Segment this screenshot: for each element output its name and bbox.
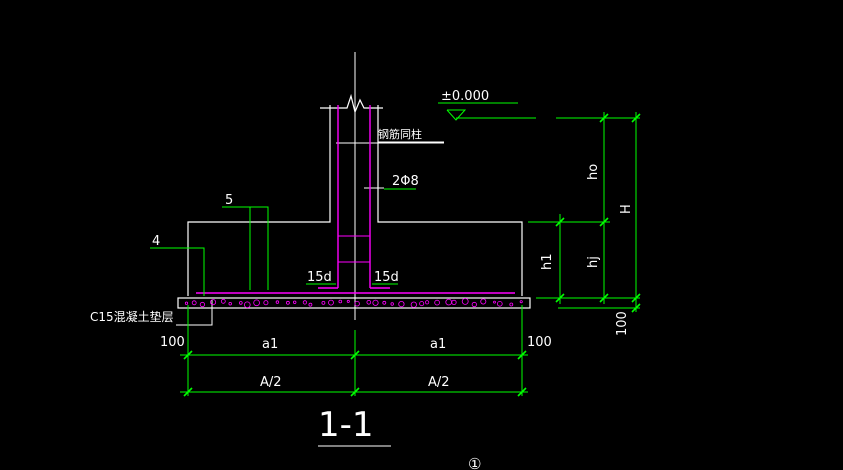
column-rebar-label: 钢筋同柱: [378, 127, 422, 141]
anchor-left-label: 15d: [307, 270, 332, 285]
cushion-dot: [509, 302, 514, 307]
anchor-right-label: 15d: [374, 270, 399, 285]
section-label: 1-1: [318, 405, 374, 445]
cushion-dot: [493, 300, 496, 304]
dim-hj: hj: [586, 256, 601, 268]
dim-a1-left: a1: [262, 337, 278, 352]
rebar: [196, 105, 515, 294]
cushion-dot: [366, 299, 372, 305]
cushion-dot: [184, 301, 189, 305]
dimension-lines: [180, 112, 641, 397]
dim-ho: ho: [586, 164, 601, 180]
callout-4-label: 4: [152, 234, 160, 249]
callout-5-label: 5: [225, 193, 233, 208]
cushion-dot: [263, 300, 269, 306]
dim-100-right: 100: [527, 335, 552, 350]
dim-100-left: 100: [160, 335, 185, 350]
dim-a1-right: a1: [430, 337, 446, 352]
labels: ±0.000 钢筋同柱 2Φ8 5 4 15d 15d C15混凝土垫层 100…: [90, 89, 634, 470]
cushion-dot: [338, 299, 343, 304]
cushion-dot: [210, 299, 217, 306]
dim-A2-right: A/2: [428, 375, 450, 390]
cushion-dot: [321, 300, 326, 305]
dim-h1: h1: [540, 253, 555, 270]
cushion-dot: [253, 299, 260, 307]
dim-100-bottom: 100: [615, 311, 630, 336]
cushion-dot: [293, 300, 297, 304]
cushion-dot: [239, 301, 243, 305]
cushion-dot: [424, 300, 430, 305]
cushion-dot: [244, 301, 251, 309]
cushion-dot: [285, 300, 290, 305]
cushion-dot: [346, 299, 350, 303]
cushion-dot: [434, 299, 440, 306]
cushion-dot: [308, 302, 313, 307]
cushion-dot: [496, 300, 503, 307]
cushion-dot: [451, 299, 457, 305]
cushion-dot: [410, 301, 417, 308]
foundation-outline: [176, 52, 523, 447]
cushion-dot: [471, 301, 477, 308]
cushion-dot: [228, 302, 232, 306]
axis-label: ①: [468, 455, 481, 470]
cushion-layer: [177, 297, 531, 309]
elevation-label: ±0.000: [441, 89, 489, 104]
cushion-aggregate-pattern: [184, 297, 523, 309]
dim-A2-left: A/2: [260, 375, 282, 390]
cushion-dot: [220, 298, 226, 304]
cushion-dot: [390, 302, 394, 306]
cushion-dot: [191, 300, 197, 306]
callouts: [150, 102, 536, 296]
cushion-dot: [372, 299, 379, 306]
cushion-dot: [398, 300, 405, 308]
cushion-dot: [445, 298, 453, 306]
cushion-label: C15混凝土垫层: [90, 309, 174, 324]
cushion-dot: [480, 298, 487, 305]
cushion-dot: [302, 300, 307, 305]
dim-H: H: [619, 204, 634, 214]
cushion-dot: [419, 301, 425, 307]
cushion-dot: [275, 300, 280, 304]
cushion-dot: [328, 299, 334, 306]
bar-label: 2Φ8: [392, 174, 419, 189]
cushion-dot: [354, 301, 360, 307]
cushion-dot: [519, 300, 523, 304]
cushion-dot: [461, 297, 469, 305]
cushion-dot: [199, 301, 205, 308]
cushion-dot: [382, 300, 387, 305]
